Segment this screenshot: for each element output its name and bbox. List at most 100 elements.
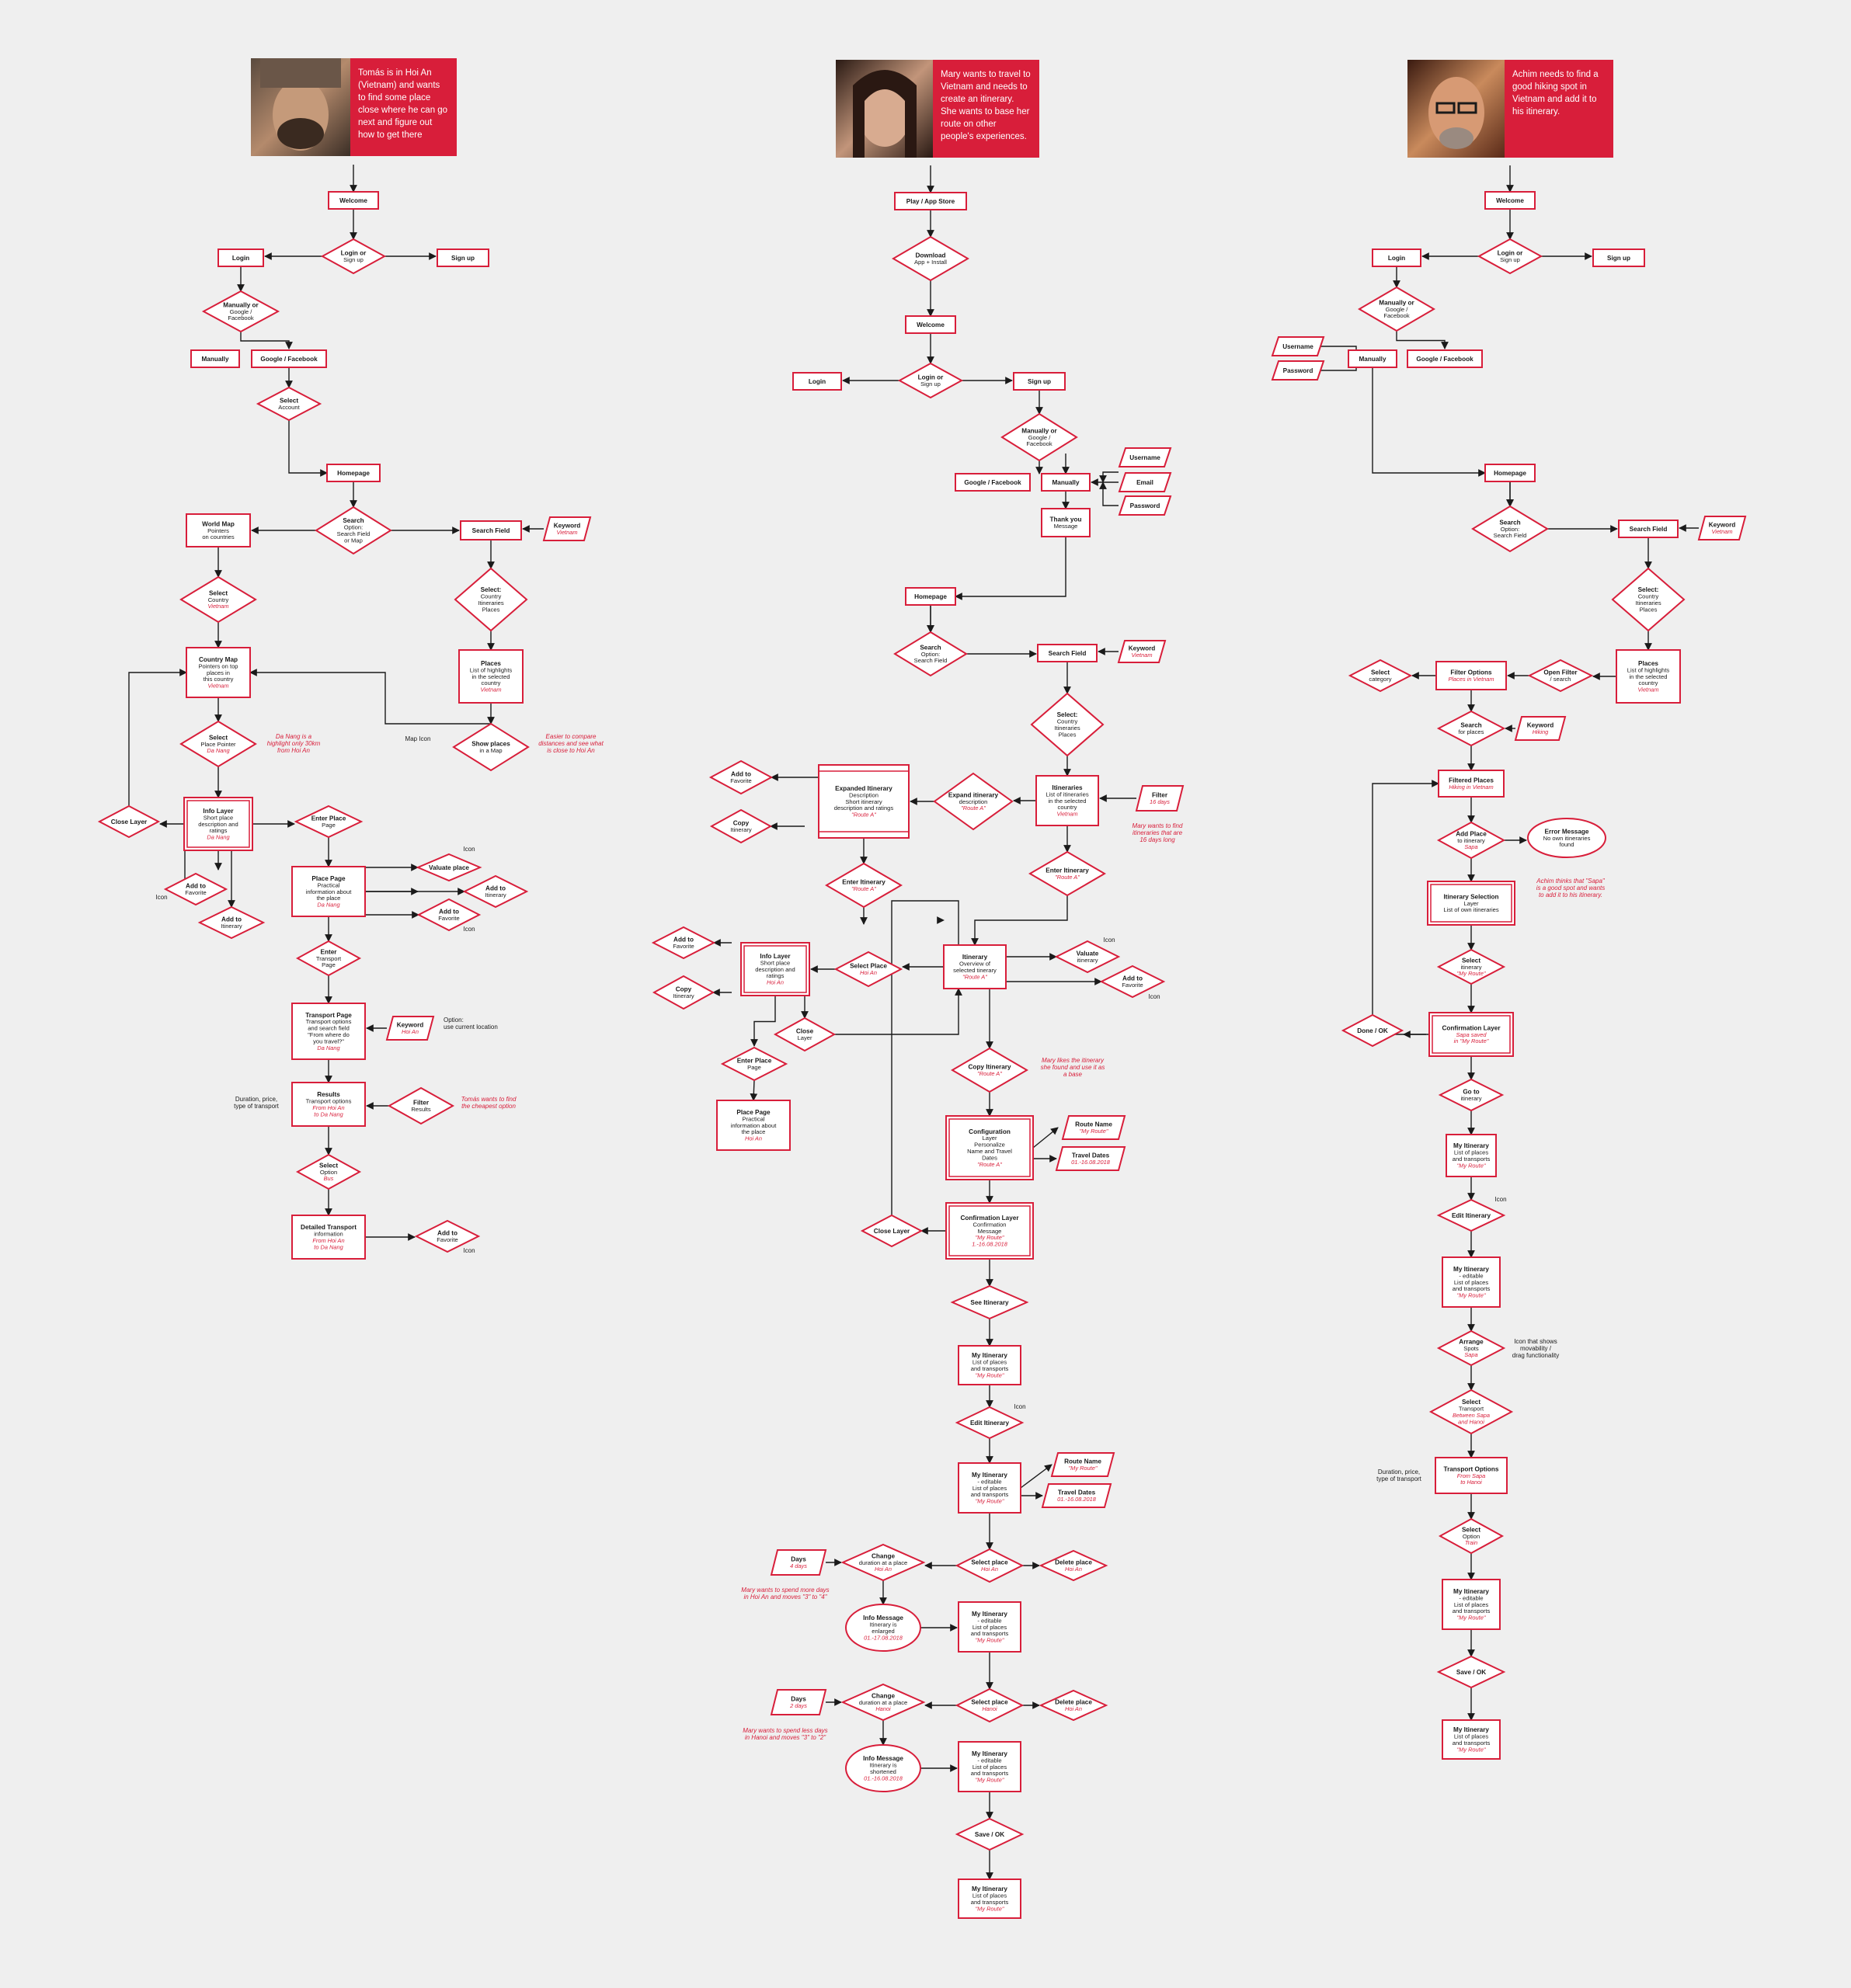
- annotation-n-option: Option:use current location: [444, 1017, 498, 1030]
- node-sublabel: Sapa: [1464, 1351, 1477, 1358]
- node-sublabel: Hoi An: [745, 1135, 762, 1142]
- flow-edge: [1396, 331, 1449, 349]
- node-sublabel: "My Route": [1457, 1162, 1486, 1169]
- node-label: / search: [1550, 676, 1571, 683]
- node-label: Transport: [1459, 1406, 1484, 1413]
- node-label: Favorite: [185, 889, 206, 896]
- node-label: Arrange: [1459, 1338, 1484, 1345]
- node-sublabel: Da Nang: [207, 747, 230, 754]
- annotation-text: distances and see what: [538, 740, 604, 747]
- node-label: and transports: [1453, 1285, 1491, 1292]
- node-t-gf: Google / Facebook: [251, 349, 327, 368]
- node-sublabel: "My Route": [1457, 1746, 1486, 1753]
- annotation-text: she found and use it as: [1041, 1064, 1105, 1071]
- node-label: found: [1559, 841, 1574, 848]
- node-label: Login: [232, 255, 249, 262]
- node-label: Country: [1057, 718, 1078, 725]
- flow-edge: [288, 420, 328, 477]
- node-label: Layer: [983, 1135, 997, 1142]
- node-label: Short place: [760, 959, 790, 966]
- node-sublabel: Hoi An: [860, 969, 877, 976]
- node-label: Open Filter: [1543, 669, 1578, 676]
- node-a-welcome: Welcome: [1484, 191, 1536, 210]
- annotation-text: Duration, price,: [235, 1096, 277, 1103]
- node-label: and transports: [971, 1770, 1009, 1777]
- node-label: in a Map: [479, 747, 502, 754]
- node-label: and search field: [308, 1025, 350, 1032]
- node-label: Itinerary is: [869, 1762, 896, 1769]
- node-label: Option:: [1501, 526, 1519, 533]
- node-sublabel: "My Route": [976, 1905, 1004, 1912]
- node-m-confirm: Confirmation LayerConfirmationMessage"My…: [945, 1202, 1034, 1260]
- node-label: Username: [1129, 454, 1160, 461]
- annotation-text: Mary wants to find: [1133, 822, 1183, 829]
- node-label: description: [959, 798, 988, 805]
- node-sublabel: "My Route": [1069, 1465, 1098, 1472]
- node-label: and transports: [971, 1491, 1009, 1498]
- node-a-openfilter: Open Filter/ search: [1527, 659, 1594, 693]
- node-sublabel: 2 days: [789, 1702, 807, 1709]
- node-label: Itinerary: [673, 992, 694, 999]
- node-m-gf: Google / Facebook: [955, 473, 1031, 492]
- node-a-sfield: Search Field: [1618, 520, 1679, 538]
- node-label: Valuate: [1077, 951, 1099, 958]
- node-sublabel: Vietnam: [1132, 652, 1153, 659]
- node-sublabel: Places in Vietnam: [1448, 676, 1494, 683]
- node-label: Favorite: [730, 777, 751, 784]
- node-label: Select Place: [850, 963, 887, 970]
- annotation-text: Icon: [1148, 993, 1160, 1000]
- annotation-text: Icon: [1014, 1403, 1025, 1410]
- node-label: Filter: [1152, 792, 1168, 799]
- node-label: Homepage: [914, 593, 947, 600]
- node-m-seeitin: See Itinerary: [950, 1284, 1029, 1320]
- node-a-home: Homepage: [1484, 464, 1536, 482]
- node-label: Filter: [413, 1100, 430, 1107]
- node-label: Google /: [230, 308, 253, 315]
- node-label: Change: [872, 1552, 895, 1559]
- annotation-text: use current location: [444, 1024, 498, 1030]
- annotation-text: highlight only 30km: [267, 740, 321, 747]
- node-label: Account: [278, 404, 300, 411]
- node-label: Add to: [439, 909, 459, 916]
- annotation-n-icon7: Icon: [1014, 1403, 1025, 1410]
- node-label: Travel Dates: [1058, 1489, 1096, 1496]
- node-label: Spots: [1463, 1345, 1479, 1352]
- node-label: List of highlights: [470, 666, 513, 673]
- node-label: Show places: [471, 741, 510, 748]
- node-sublabel: Hoi An: [875, 1566, 892, 1573]
- annotation-text: Icon: [155, 894, 167, 901]
- node-sublabel: Hanoi: [982, 1705, 997, 1712]
- annotation-text: Easier to compare: [546, 733, 597, 740]
- node-label: Description: [849, 791, 879, 798]
- node-label: Manually or: [223, 301, 259, 308]
- annotation-n-icon2: Icon: [155, 894, 167, 901]
- node-label: Confirmation Layer: [1442, 1024, 1501, 1031]
- annotation-text: Icon: [463, 926, 475, 933]
- node-label: Option:: [344, 524, 363, 531]
- node-label: Sign up: [1500, 256, 1520, 263]
- node-sublabel: Hoi An: [1065, 1705, 1082, 1712]
- annotation-text: Option:: [444, 1017, 464, 1024]
- node-label: Places: [1638, 660, 1658, 667]
